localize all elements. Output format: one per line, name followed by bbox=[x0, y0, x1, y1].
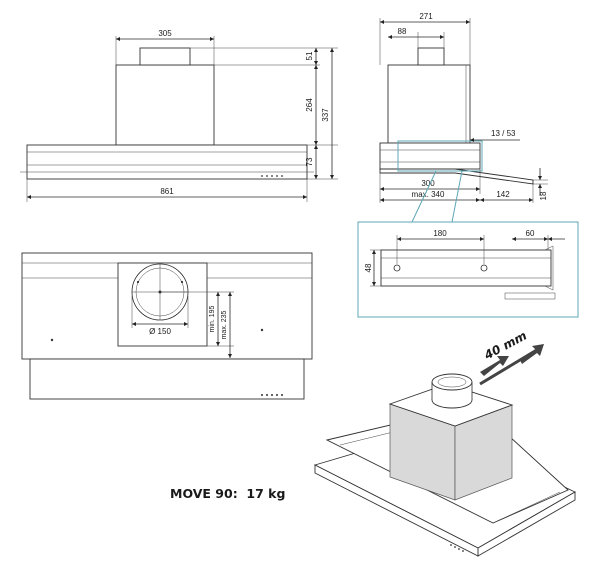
dim-detail-height: 48 bbox=[364, 263, 373, 272]
dim-bottom-max-depth: max. 235 bbox=[221, 310, 228, 339]
detail-view: 180 60 48 bbox=[357, 221, 579, 318]
side-chimney bbox=[387, 64, 471, 144]
bottom-view: Ø 150 min. 195 max. 235 bbox=[21, 252, 313, 400]
front-control-dots bbox=[261, 175, 283, 177]
dim-chimney-height: 264 bbox=[305, 98, 314, 112]
bottom-slide-panel bbox=[29, 358, 305, 400]
isometric-view bbox=[313, 344, 576, 557]
dim-top-height: 51 bbox=[305, 51, 314, 60]
detail-screw-hole-left bbox=[393, 264, 401, 272]
side-hood-body bbox=[379, 142, 481, 170]
slide-arrow-out bbox=[480, 356, 509, 376]
dim-side-max-depth: max. 340 bbox=[412, 190, 445, 199]
dim-side-outlet: 88 bbox=[398, 27, 407, 36]
bottom-control-dots bbox=[261, 394, 283, 396]
dim-bottom-diameter: Ø 150 bbox=[149, 327, 171, 336]
dim-detail-spacing: 180 bbox=[433, 229, 447, 238]
detail-screw-hole-right bbox=[480, 264, 488, 272]
callout-leader-right bbox=[451, 170, 463, 223]
dim-chimney-width: 305 bbox=[158, 29, 172, 38]
dim-side-offset: 13 / 53 bbox=[491, 129, 516, 138]
front-hood-body bbox=[26, 144, 308, 180]
model-weight-label: MOVE 90: 17 kg bbox=[170, 486, 286, 501]
detail-hood-edge bbox=[380, 249, 552, 287]
detail-frame bbox=[357, 221, 579, 318]
front-outlet bbox=[139, 47, 191, 66]
front-chimney bbox=[115, 64, 215, 146]
iso-control-dots bbox=[450, 544, 464, 552]
callout-leader-left bbox=[411, 170, 437, 223]
dim-total-height: 337 bbox=[321, 108, 330, 122]
dim-body-height: 73 bbox=[305, 157, 314, 166]
iso-duct-collar bbox=[431, 373, 473, 391]
side-view: 271 88 13 / 53 18 300 max. 340 142 bbox=[379, 12, 548, 203]
dim-side-body-depth: 300 bbox=[421, 179, 435, 188]
bottom-motor-cutout bbox=[117, 262, 208, 347]
side-outlet bbox=[417, 47, 445, 66]
dim-total-width: 861 bbox=[160, 187, 174, 196]
dim-detail-edge: 60 bbox=[526, 229, 535, 238]
dim-bottom-min-depth: min. 195 bbox=[209, 305, 216, 332]
detail-callout-frame bbox=[397, 140, 483, 172]
front-view: 305 51 264 337 73 861 bbox=[20, 29, 338, 202]
dim-side-extension: 142 bbox=[496, 190, 510, 199]
dim-side-thickness: 18 bbox=[539, 191, 548, 200]
dim-side-depth: 271 bbox=[419, 12, 433, 21]
